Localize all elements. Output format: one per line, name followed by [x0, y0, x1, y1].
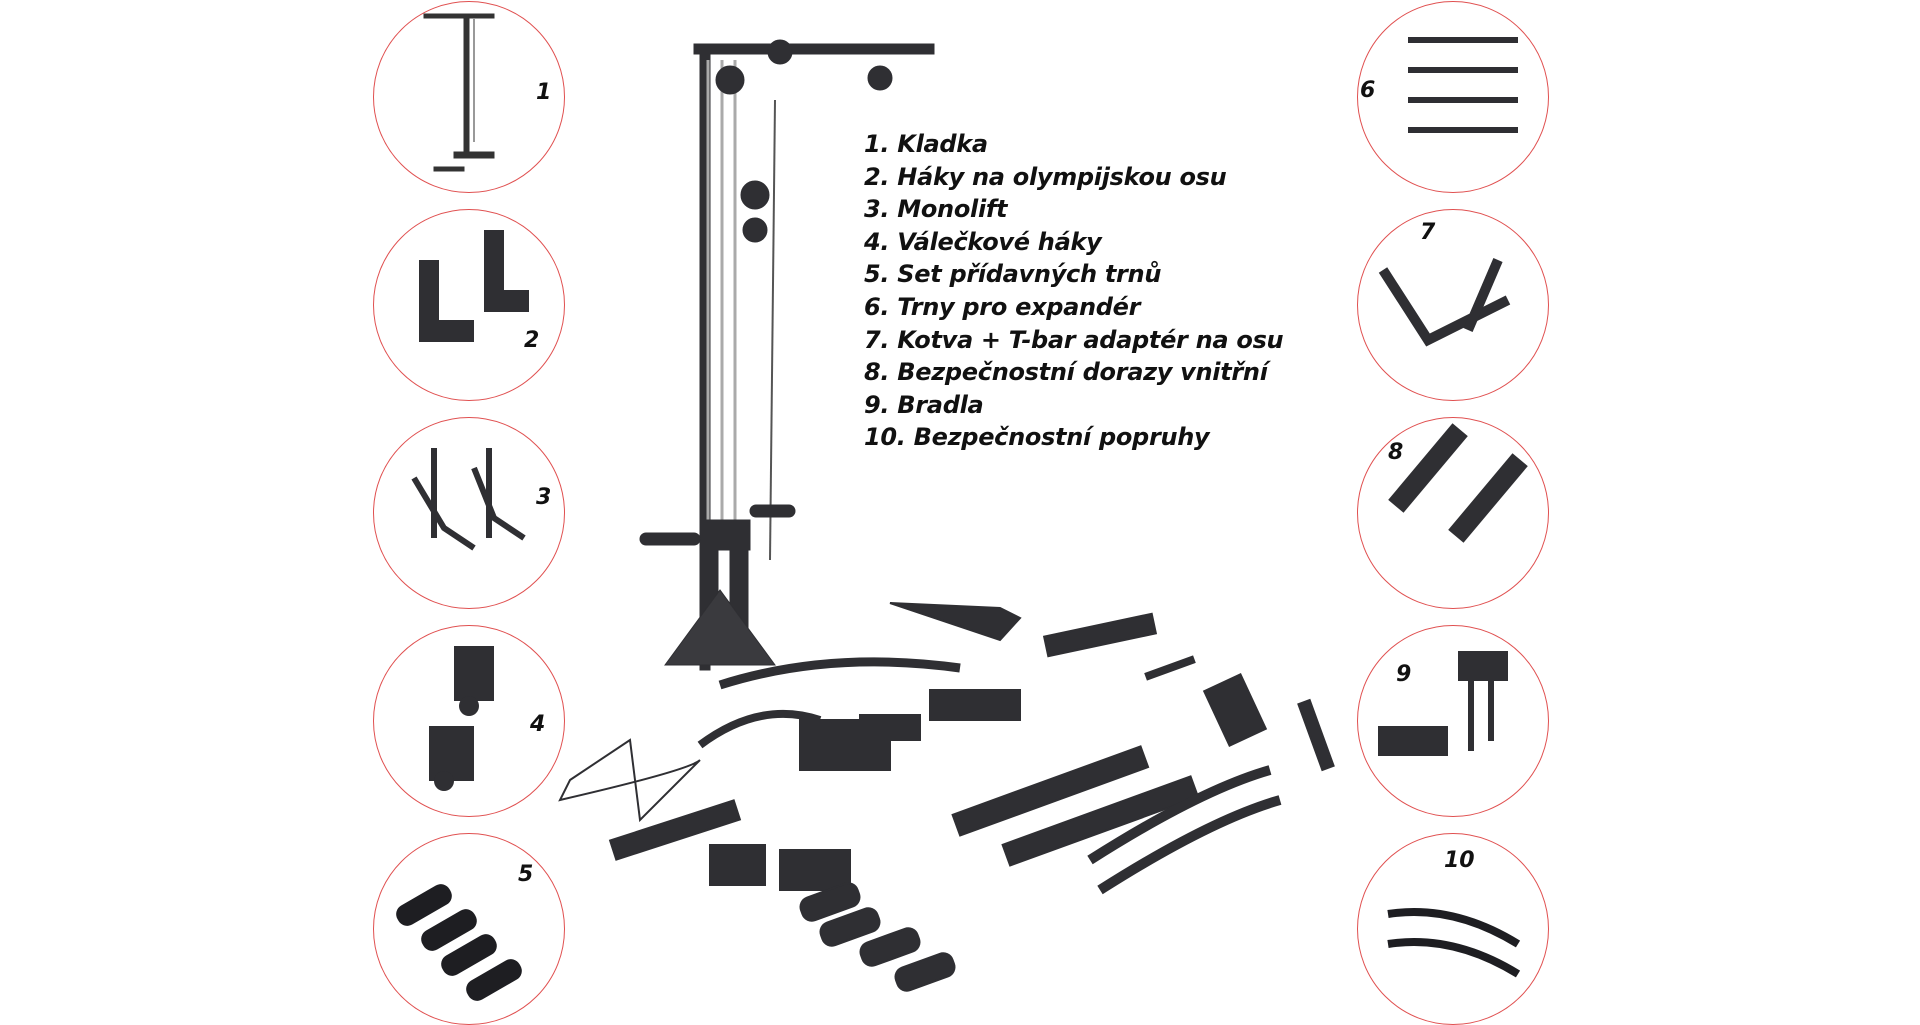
lat-pulldown-tower: [639, 39, 935, 671]
weight-pegs-icon: [396, 884, 522, 1001]
callout-number: 7: [1420, 220, 1436, 245]
landmine-icon: [1378, 258, 1511, 347]
parts-legend: 1. Kladka 2. Háky na olympijskou osu 3. …: [864, 128, 1284, 454]
callout-number: 8: [1388, 440, 1404, 465]
callout-number: 4: [530, 712, 546, 737]
accessories: [558, 602, 1335, 992]
callout-circle-monolift: [373, 417, 565, 609]
band-pegs-icon: [1408, 37, 1518, 133]
legend-item: 3. Monolift: [864, 195, 1008, 224]
safety-straps-icon: [1387, 908, 1521, 978]
j-hooks-icon: [419, 230, 529, 342]
callout-circle-safety-arms: [1357, 417, 1549, 609]
callout-number: 2: [524, 328, 540, 353]
legend-item: 9. Bradla: [864, 390, 984, 419]
callout-number: 5: [518, 862, 534, 887]
legend-item: 5. Set přídavných trnů: [864, 260, 1162, 289]
legend-item: 4. Válečkové háky: [864, 227, 1102, 256]
callout-circle-safety-straps: [1357, 833, 1549, 1025]
legend-item: 7. Kotva + T-bar adaptér na osu: [864, 325, 1284, 354]
callout-circle-landmine: [1357, 209, 1549, 401]
callout-circle-weight-pegs: [373, 833, 565, 1025]
legend-item: 6. Trny pro expandér: [864, 292, 1141, 321]
callout-number: 10: [1444, 848, 1475, 873]
monolift-icon: [411, 448, 526, 551]
callout-circle-pulley-tower: [373, 1, 565, 193]
legend-item: 1. Kladka: [864, 130, 988, 158]
dip-bars-icon: [1378, 651, 1508, 756]
legend-item: 2. Háky na olympijskou osu: [864, 162, 1227, 191]
legend-item: 10. Bezpečnostní popruhy: [864, 423, 1210, 452]
callout-circle-band-pegs: [1357, 1, 1549, 193]
callout-circle-roller-hooks: [373, 625, 565, 817]
callout-number: 1: [536, 80, 552, 105]
roller-hooks-icon: [429, 646, 494, 791]
callout-number: 3: [536, 485, 552, 510]
weight-pegs: [799, 882, 956, 992]
safety-arms-icon: [1388, 423, 1528, 543]
legend-item: 8. Bezpečnostní dorazy vnitřní: [864, 358, 1268, 387]
callout-number: 6: [1360, 78, 1376, 103]
callout-circle-dip-bars: [1357, 625, 1549, 817]
callout-number: 9: [1396, 662, 1412, 687]
callout-circle-j-hooks: [373, 209, 565, 401]
pulley-tower-icon: [423, 13, 495, 172]
